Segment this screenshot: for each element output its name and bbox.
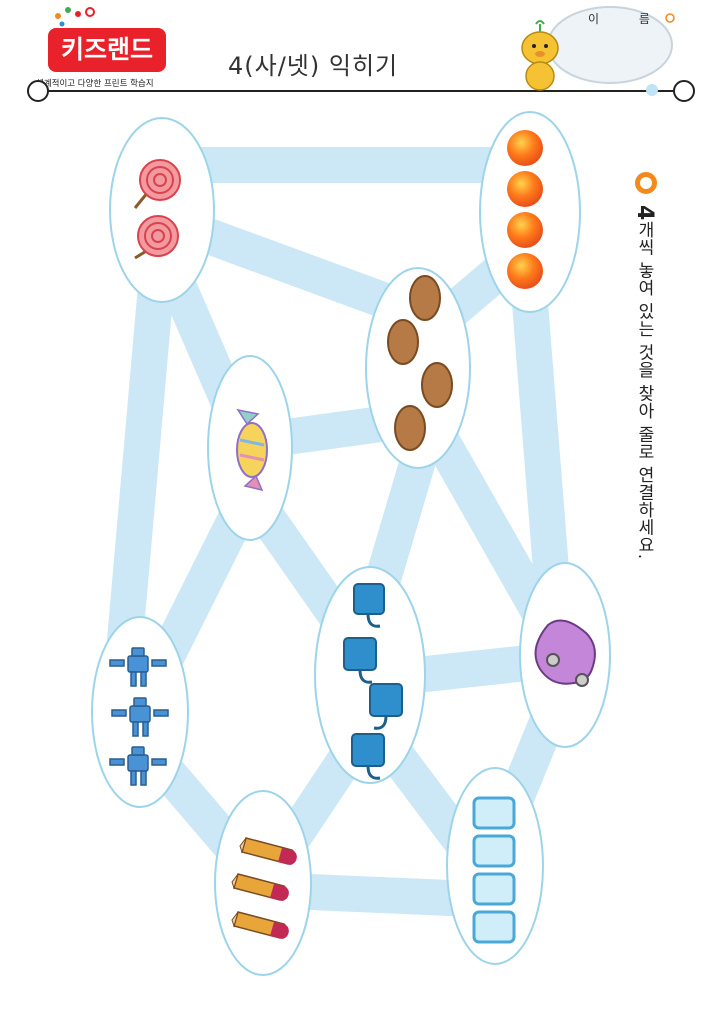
lollipop-icon — [134, 215, 179, 260]
lollipop-icon — [133, 159, 181, 209]
tile-icon — [472, 872, 516, 906]
robot-icon — [111, 697, 169, 737]
cookie-icon — [394, 405, 426, 451]
robot-icon — [109, 746, 167, 786]
cookie-icon — [409, 275, 441, 321]
robot-icon — [109, 647, 167, 687]
cup-icon — [353, 583, 385, 628]
orange-icon — [507, 171, 543, 207]
brand-logo: 키즈랜드 — [48, 28, 166, 72]
cloud-oranges[interactable] — [479, 111, 581, 313]
instruction-bullet-icon — [635, 172, 657, 194]
cookie-icon — [387, 319, 419, 365]
candy-icon — [236, 408, 268, 492]
orange-icon — [507, 130, 543, 166]
cup-icon — [351, 733, 385, 780]
logo-dots — [55, 7, 95, 27]
pencil-icon — [231, 873, 289, 901]
cup-icon — [343, 637, 377, 684]
pencil-icon — [239, 837, 297, 865]
orange-icon — [507, 253, 543, 289]
cloud-cookies[interactable] — [365, 267, 471, 469]
brand-tagline: 체계적이고 다양한 프린트 학습지 — [36, 79, 154, 89]
header-rule — [27, 80, 695, 102]
tile-icon — [472, 796, 516, 830]
page-title: 4(사/넷) 익히기 — [228, 52, 399, 80]
cloud-cups[interactable] — [314, 566, 426, 784]
bear-mascot-icon — [521, 20, 559, 91]
car-icon — [534, 619, 596, 687]
cup-icon — [369, 683, 403, 730]
orange-icon — [507, 212, 543, 248]
pencil-icon — [231, 911, 289, 939]
instruction-text: 4개씩 놓여 있는 것을 찾아 줄로 연결하세요. — [632, 205, 657, 560]
tile-icon — [472, 910, 516, 944]
instruction-body: 개씩 놓여 있는 것을 찾아 줄로 연결하세요. — [634, 220, 654, 560]
name-label: 이 름 — [588, 12, 668, 26]
instruction-number: 4 — [632, 205, 657, 221]
cookie-icon — [421, 362, 453, 408]
name-bubble — [547, 6, 675, 96]
tile-icon — [472, 834, 516, 868]
